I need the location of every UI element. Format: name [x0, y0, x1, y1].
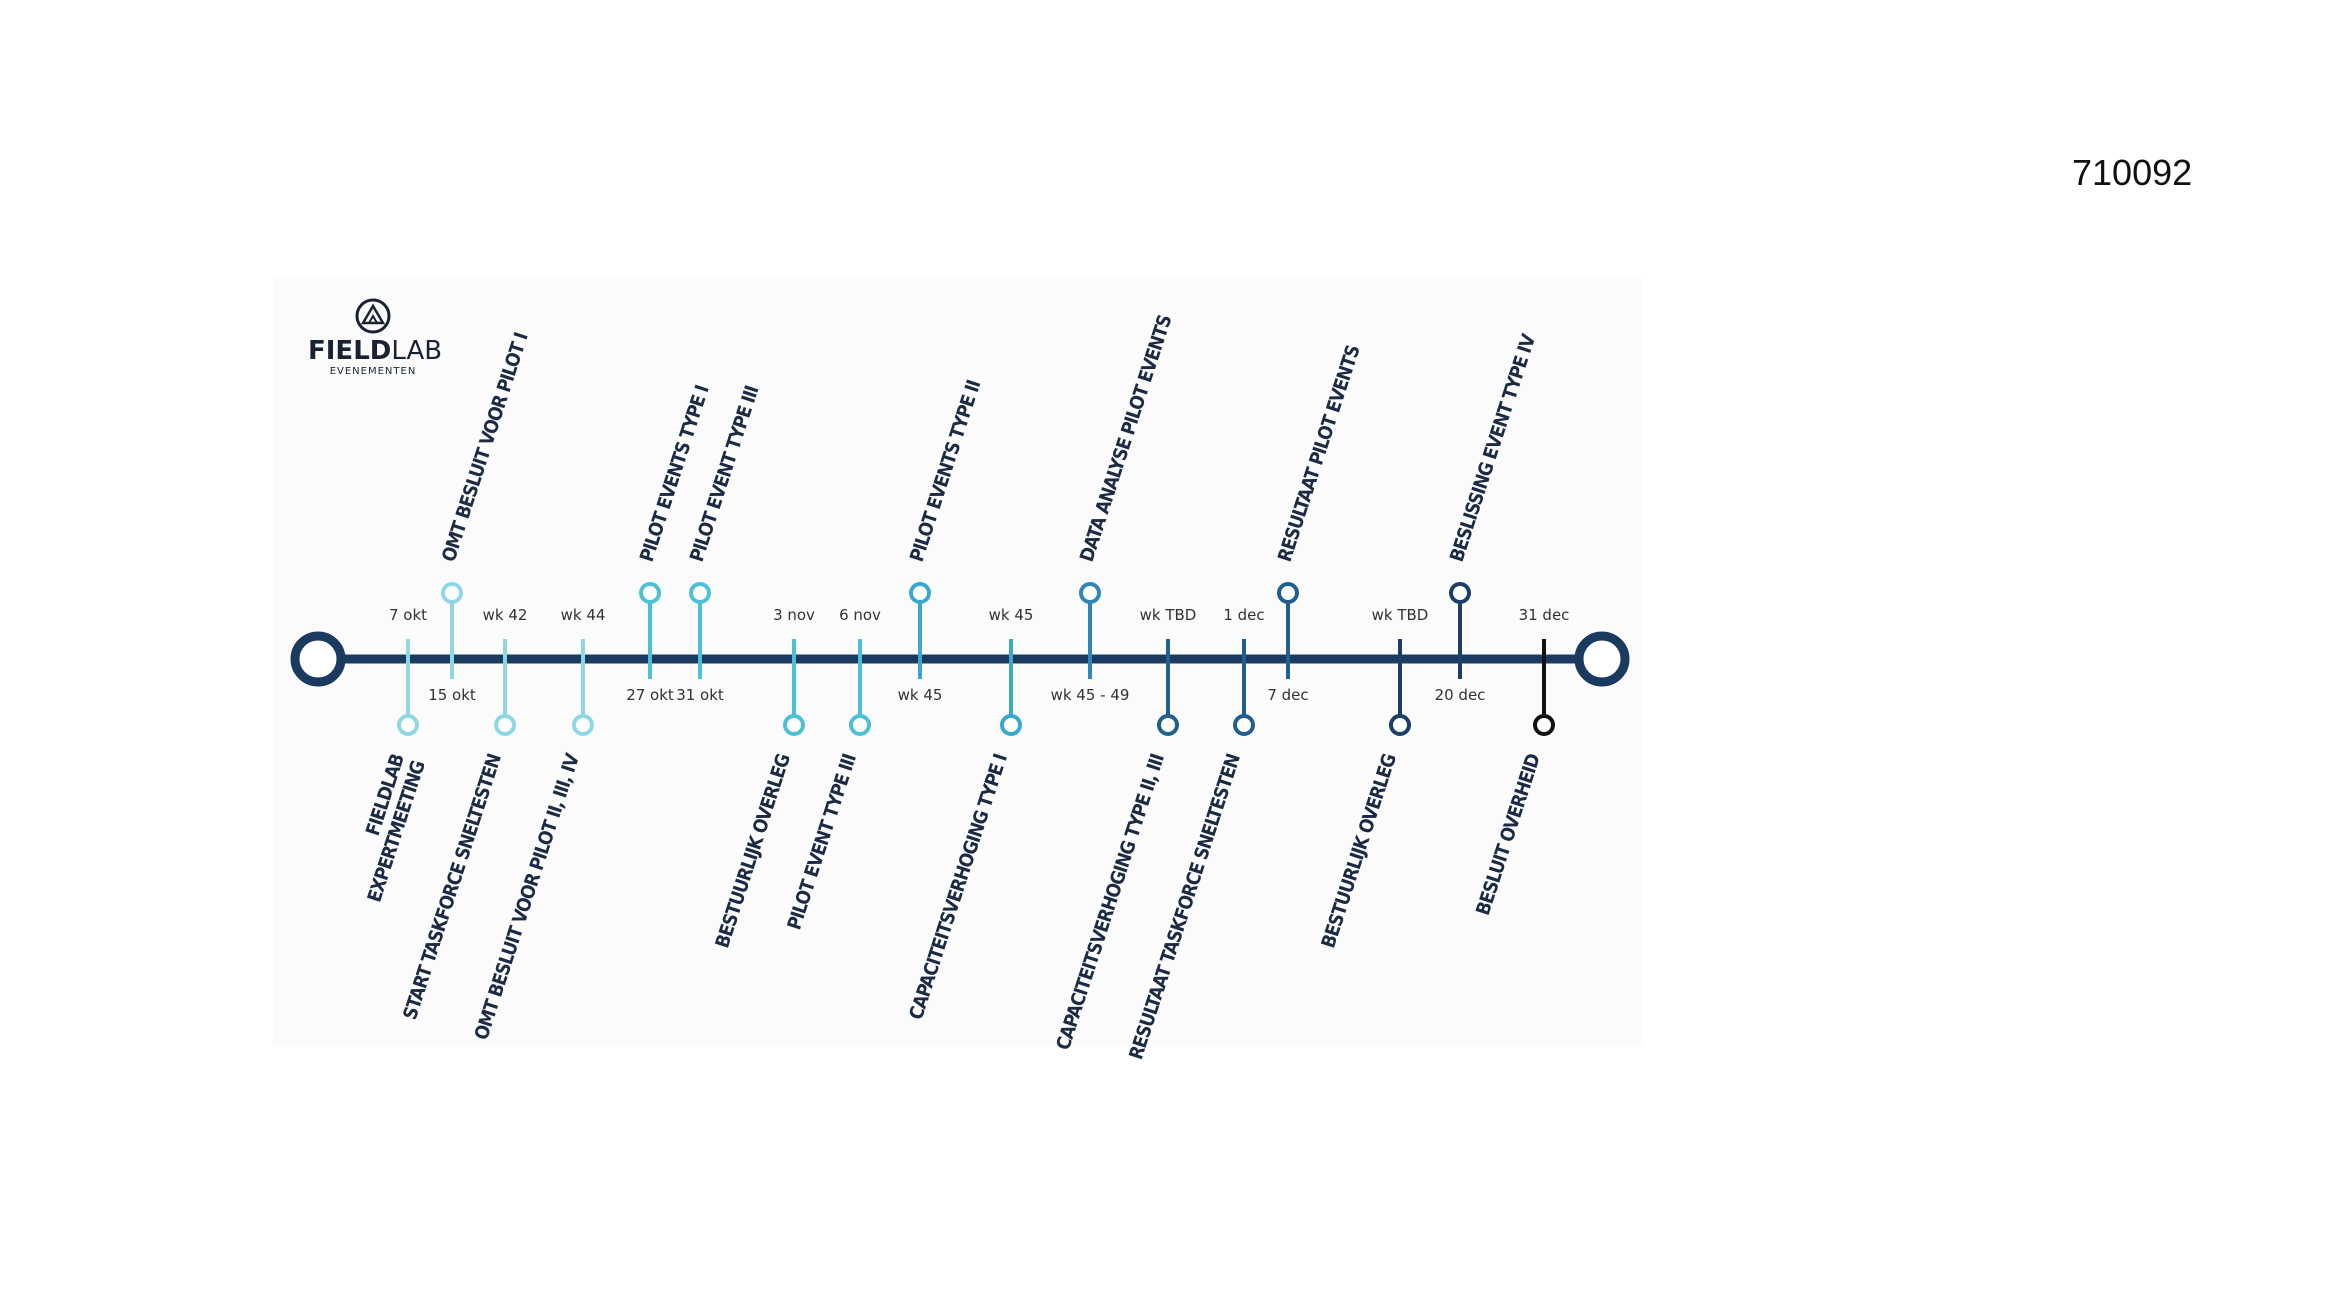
milestone-label: OMT BESLUIT VOOR PILOT I: [438, 331, 533, 565]
milestone-node: [909, 582, 931, 604]
milestone-label: FIELDLABEXPERTMEETING: [342, 752, 429, 905]
milestone-node: [783, 714, 805, 736]
milestone-label-line: BESTUURLIJK OVERLEG: [711, 752, 794, 951]
milestone-date: wk TBD: [1140, 606, 1197, 624]
milestone-label: BESLISSING EVENT TYPE IV: [1446, 331, 1541, 565]
milestone-node: [494, 714, 516, 736]
milestone-label-line: DATA ANALYSE PILOT EVENTS: [1076, 312, 1177, 564]
milestone-label: BESTUURLIJK OVERLEG: [1317, 752, 1400, 951]
document-number: 710092: [2072, 152, 2193, 193]
milestone-label: BESLUIT OVERHEID: [1472, 751, 1545, 918]
milestone-label-line: OMT BESLUIT VOOR PILOT I: [438, 331, 533, 565]
milestone-label: PILOT EVENT TYPE III: [783, 752, 860, 933]
milestone-node: [1389, 714, 1411, 736]
milestone-date: 1 dec: [1223, 606, 1264, 624]
logo-subtitle: EVENEMENTEN: [329, 366, 417, 377]
milestone-data-analyse-pilot-events: wk 45 - 49 DATA ANALYSE PILOT EVENTS: [1051, 312, 1177, 704]
milestone-omt-besluit-pilot-1: 15 okt OMT BESLUIT VOOR PILOT I: [428, 331, 532, 704]
milestone-date: 20 dec: [1435, 686, 1486, 704]
milestone-date: wk 42: [483, 606, 528, 624]
milestone-node: [397, 714, 419, 736]
milestone-date: 7 dec: [1267, 686, 1308, 704]
milestone-node: [689, 582, 711, 604]
milestone-date: 3 nov: [773, 606, 815, 624]
milestone-label-line: PILOT EVENT TYPE III: [783, 752, 860, 933]
milestone-label-line: BESTUURLIJK OVERLEG: [1317, 752, 1400, 951]
milestone-capaciteitsverhoging-type-1: wk 45 CAPACITEITSVERHOGING TYPE I: [905, 606, 1033, 1022]
milestone-node: [441, 582, 463, 604]
milestone-date: 6 nov: [839, 606, 881, 624]
milestone-node: [1449, 582, 1471, 604]
milestone-label-line: CAPACITEITSVERHOGING TYPE I: [905, 752, 1012, 1023]
milestone-node: [639, 582, 661, 604]
milestone-node: [1533, 714, 1555, 736]
milestone-label: CAPACITEITSVERHOGING TYPE I: [905, 752, 1012, 1023]
milestone-label-line: PILOT EVENTS TYPE II: [906, 378, 985, 565]
milestone-resultaat-pilot-events: 7 dec RESULTAAT PILOT EVENTS: [1267, 342, 1364, 704]
tent-triangle-icon: [355, 298, 391, 334]
milestone-label: PILOT EVENTS TYPE II: [906, 378, 985, 565]
milestone-date: wk TBD: [1372, 606, 1429, 624]
milestone-date: wk 44: [561, 606, 606, 624]
milestone-beslissing-event-type-4: 20 dec BESLISSING EVENT TYPE IV: [1435, 331, 1541, 704]
timeline-end-circle: [1574, 631, 1630, 687]
milestone-node: [1079, 582, 1101, 604]
milestone-node: [849, 714, 871, 736]
milestone-date: wk 45: [898, 686, 943, 704]
milestone-date: 31 dec: [1519, 606, 1570, 624]
milestone-date: wk 45 - 49: [1051, 686, 1130, 704]
logo-wordmark: FIELDLAB: [308, 336, 443, 366]
milestone-date: 15 okt: [428, 686, 476, 704]
timeline-start-circle: [290, 631, 346, 687]
milestone-label-line: RESULTAAT PILOT EVENTS: [1274, 342, 1365, 564]
milestone-node: [1000, 714, 1022, 736]
milestone-node: [1233, 714, 1255, 736]
milestone-label: RESULTAAT PILOT EVENTS: [1274, 342, 1365, 564]
fieldlab-logo: FIELDLAB EVENEMENTEN: [308, 296, 443, 378]
milestone-date: 7 okt: [389, 606, 427, 624]
milestone-label: DATA ANALYSE PILOT EVENTS: [1076, 312, 1177, 564]
milestone-date: wk 45: [989, 606, 1034, 624]
milestone-label-line: BESLUIT OVERHEID: [1472, 751, 1545, 918]
milestone-node: [1277, 582, 1299, 604]
milestone-date: 31 okt: [676, 686, 724, 704]
milestone-node: [572, 714, 594, 736]
milestone-node: [1157, 714, 1179, 736]
milestone-label-line: BESLISSING EVENT TYPE IV: [1446, 331, 1541, 565]
milestone-date: 27 okt: [626, 686, 674, 704]
milestone-label: BESTUURLIJK OVERLEG: [711, 752, 794, 951]
